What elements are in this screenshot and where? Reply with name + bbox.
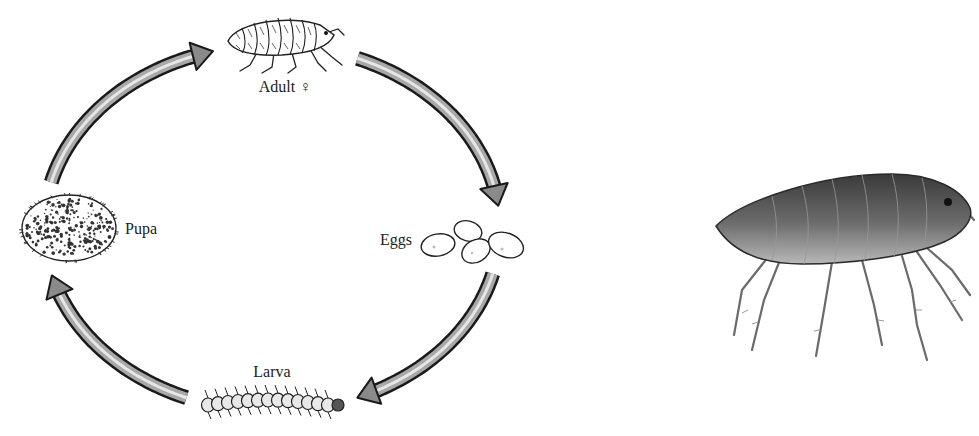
stage-illustration: [19, 191, 119, 266]
stage-label: Eggs: [380, 230, 412, 249]
cycle-arrow: [357, 58, 507, 205]
life-stage: Larva: [196, 362, 348, 425]
cycle-arrow: [47, 275, 187, 397]
cycle-arrow: [51, 43, 213, 183]
stage-illustration: [418, 215, 530, 265]
stage-label: Adult ♀: [259, 77, 311, 96]
life-stage: Pupa: [19, 191, 157, 266]
life-stage: Adult ♀: [222, 13, 348, 96]
stage-illustration: [196, 383, 348, 425]
stage-label: Pupa: [125, 219, 157, 238]
stage-label: Larva: [253, 362, 290, 381]
stage-illustration: [222, 13, 348, 75]
flea-illustration: [712, 160, 976, 365]
life-stage: Eggs: [380, 215, 530, 265]
cycle-arrow: [357, 274, 492, 404]
